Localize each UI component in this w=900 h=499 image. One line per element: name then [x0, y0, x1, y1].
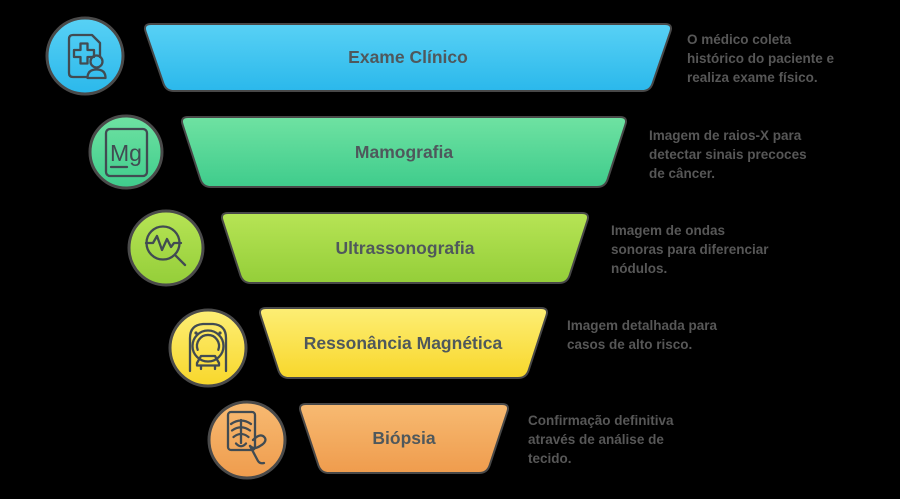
mg-symbol-text: Mg [110, 140, 142, 166]
mammography-icon: Mg [88, 114, 164, 190]
mri-icon [168, 308, 248, 388]
step-label-ultrassonografia: Ultrassonografia [335, 238, 474, 258]
step-description-exame-clinico: O médico coleta histórico do paciente e … [687, 32, 835, 85]
funnel-segment-ultrassonografia [220, 212, 590, 284]
funnel-segment-ressonancia-magnetica [258, 307, 549, 379]
ultrasound-icon [127, 209, 205, 287]
funnel-segment-exame-clinico [143, 23, 673, 92]
step-description-biopsia: Confirmação definitiva através de anális… [528, 413, 674, 466]
funnel-segment-mamografia [180, 116, 628, 188]
clinical-exam-icon [45, 16, 125, 96]
step-description-ultrassonografia: Imagem de ondas sonoras para diferenciar… [611, 223, 769, 276]
step-label-mamografia: Mamografia [355, 142, 453, 162]
step-label-ressonancia: Ressonância Magnética [304, 333, 503, 353]
step-description-mamografia: Imagem de raios-X para detectar sinais p… [649, 128, 807, 181]
step-description-ressonancia: Imagem detalhada para casos de alto risc… [567, 318, 718, 352]
funnel-segment-biopsia [298, 403, 510, 474]
step-label-exame-clinico: Exame Clínico [348, 47, 468, 67]
biopsy-icon [207, 400, 287, 480]
step-label-biopsia: Biópsia [372, 428, 435, 448]
